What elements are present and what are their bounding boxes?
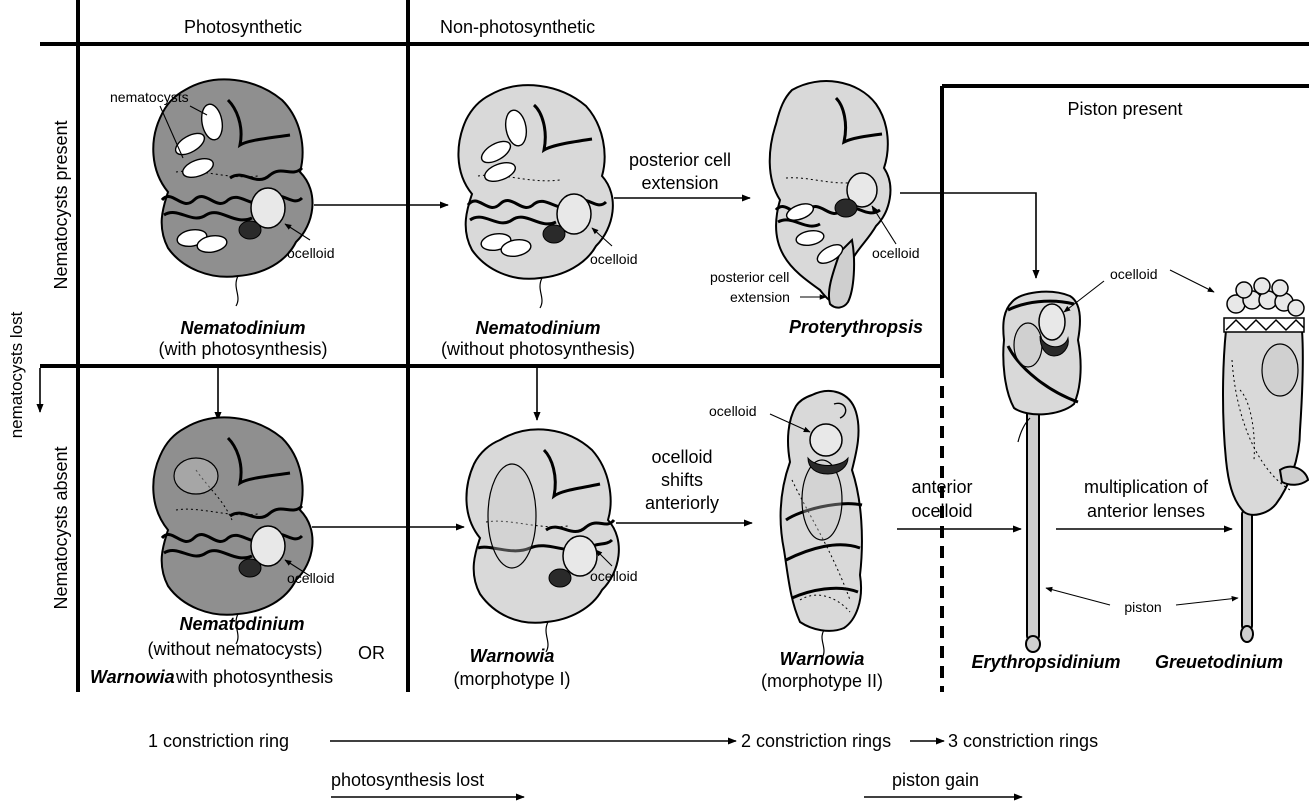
arrow-to-erythropsidinium xyxy=(900,193,1036,278)
transition-ocelloid-shifts-line3: anteriorly xyxy=(645,493,719,513)
warnowia1-name: Warnowia xyxy=(470,646,555,666)
cell-greuetodinium xyxy=(1223,278,1308,642)
photosynthesis-lost-label: photosynthesis lost xyxy=(331,770,484,790)
timeline-three-rings: 3 constriction rings xyxy=(948,731,1098,751)
transition-posterior-ext-line1: posterior cell xyxy=(629,150,731,170)
posterior-ext-label-line1: posterior cell xyxy=(710,269,789,285)
warnowia2-name: Warnowia xyxy=(780,649,865,669)
warnowia2-sub: (morphotype II) xyxy=(761,671,883,691)
transition-posterior-ext-line2: extension xyxy=(641,173,718,193)
piston-label: piston xyxy=(1124,599,1161,615)
ocelloid-label-7: ocelloid xyxy=(1110,266,1157,282)
ocelloid-label-2: ocelloid xyxy=(590,251,637,267)
ocelloid-label-5: ocelloid xyxy=(590,568,637,584)
header-piston-present: Piston present xyxy=(1067,99,1182,119)
or-label: OR xyxy=(358,643,385,663)
transition-multiplication-line2: anterior lenses xyxy=(1087,501,1205,521)
header-non-photosynthetic: Non-photosynthetic xyxy=(440,17,595,37)
cell-nematodinium-photosynthetic xyxy=(153,79,312,306)
anterior-lenses xyxy=(1227,278,1304,316)
proterythropsis-name: Proterythropsis xyxy=(789,317,923,337)
cell-nematodinium-no-nematocysts xyxy=(153,417,312,644)
posterior-ext-label-line2: extension xyxy=(730,289,790,305)
nematodinium-photo-sub: (with photosynthesis) xyxy=(158,339,327,359)
nematodinium-nonem-name: Nematodinium xyxy=(179,614,304,634)
header-nematocysts-lost: nematocysts lost xyxy=(7,311,26,438)
ocelloid-label-3: ocelloid xyxy=(872,245,919,261)
greuetodinium-name: Greuetodinium xyxy=(1155,652,1283,672)
transition-ocelloid-shifts-line2: shifts xyxy=(661,470,703,490)
piston-pointer-right xyxy=(1176,598,1238,605)
transition-multiplication-line1: multiplication of xyxy=(1084,477,1209,497)
transition-anterior-ocelloid-line2: ocelloid xyxy=(911,501,972,521)
header-nematocysts-absent: Nematocysts absent xyxy=(51,446,71,609)
nematodinium-nonem-sub: (without nematocysts) xyxy=(147,639,322,659)
header-photosynthetic: Photosynthetic xyxy=(184,17,302,37)
nematodinium-photo-name: Nematodinium xyxy=(180,318,305,338)
cell-erythropsidinium xyxy=(1003,292,1080,652)
ocelloid-label-4: ocelloid xyxy=(287,570,334,586)
cell-warnowia-morphotype-1 xyxy=(466,429,618,652)
nematodinium-nonphoto-sub: (without photosynthesis) xyxy=(441,339,635,359)
warnowia1-sub: (morphotype I) xyxy=(453,669,570,689)
ocelloid-pointer-7b xyxy=(1170,270,1214,292)
cell-nematodinium-nonphotosynthetic xyxy=(458,85,612,308)
transition-ocelloid-shifts-line1: ocelloid xyxy=(651,447,712,467)
ocelloid-label-6: ocelloid xyxy=(709,403,756,419)
piston-gain-label: piston gain xyxy=(892,770,979,790)
timeline-one-ring: 1 constriction ring xyxy=(148,731,289,751)
timeline-two-rings: 2 constriction rings xyxy=(741,731,891,751)
nematodinium-nonphoto-name: Nematodinium xyxy=(475,318,600,338)
ocelloid-label-1: ocelloid xyxy=(287,245,334,261)
warnowia-photo-sub: with photosynthesis xyxy=(175,667,333,687)
erythropsidinium-name: Erythropsidinium xyxy=(971,652,1120,672)
warnowia-photo-name: Warnowia xyxy=(90,667,175,687)
header-nematocysts-present: Nematocysts present xyxy=(51,120,71,289)
transition-anterior-ocelloid-line1: anterior xyxy=(911,477,972,497)
cell-warnowia-morphotype-2 xyxy=(781,391,862,658)
nematocysts-label: nematocysts xyxy=(110,89,189,105)
piston-pointer-left xyxy=(1046,588,1110,605)
